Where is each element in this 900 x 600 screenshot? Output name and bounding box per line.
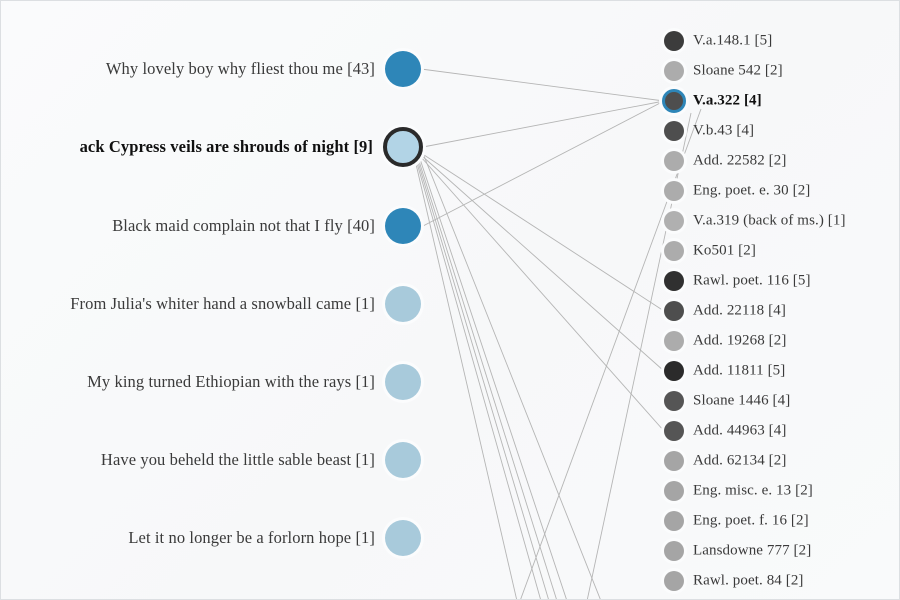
poem-node-label[interactable]: Why lovely boy why fliest thou me [43]	[105, 59, 375, 78]
graph-edge	[422, 100, 665, 148]
manuscript-node[interactable]	[664, 361, 684, 381]
manuscript-node[interactable]	[664, 181, 684, 201]
manuscript-node-label[interactable]: Add. 44963 [4]	[693, 422, 787, 439]
manuscript-node-label[interactable]: V.a.148.1 [5]	[693, 32, 773, 49]
graph-edge	[418, 160, 557, 599]
manuscript-node-label[interactable]: Ko501 [2]	[693, 242, 756, 259]
graph-edge	[419, 158, 567, 599]
manuscript-node[interactable]	[664, 151, 684, 171]
manuscript-node-label[interactable]: Add. 62134 [2]	[693, 452, 787, 469]
poem-node[interactable]	[385, 520, 421, 556]
manuscript-node-label[interactable]: Rawl. poet. 84 [2]	[693, 572, 804, 589]
manuscript-node[interactable]	[664, 331, 684, 351]
graph-edge	[416, 162, 541, 599]
manuscript-node[interactable]	[664, 511, 684, 531]
manuscript-node[interactable]	[664, 391, 684, 411]
manuscript-node[interactable]	[664, 451, 684, 471]
manuscript-node[interactable]	[664, 421, 684, 441]
manuscript-node-label[interactable]: Sloane 1446 [4]	[693, 392, 791, 409]
graph-edge	[417, 161, 549, 599]
poem-node-label[interactable]: Black maid complain not that I fly [40]	[112, 216, 375, 235]
manuscript-node-label[interactable]: Rawl. poet. 116 [5]	[693, 272, 811, 289]
manuscript-node-label[interactable]: Add. 19268 [2]	[693, 332, 787, 349]
manuscript-node-label[interactable]: V.b.43 [4]	[693, 122, 755, 139]
manuscript-node-label[interactable]: Eng. poet. e. 30 [2]	[693, 182, 811, 199]
manuscript-node-label[interactable]: Eng. misc. e. 13 [2]	[693, 482, 813, 499]
poem-node[interactable]	[385, 208, 421, 244]
poem-node-selected[interactable]	[383, 127, 423, 167]
poem-node[interactable]	[385, 364, 421, 400]
manuscript-node[interactable]	[664, 241, 684, 261]
manuscript-node-label[interactable]: Eng. poet. f. 16 [2]	[693, 512, 809, 529]
poem-node-label[interactable]: ack Cypress veils are shrouds of night […	[79, 137, 373, 156]
graph-edge	[420, 68, 665, 102]
graph-edge	[422, 100, 665, 227]
poem-node-label[interactable]: Let it no longer be a forlorn hope [1]	[128, 528, 375, 547]
manuscript-node-label[interactable]: Add. 22118 [4]	[693, 302, 786, 319]
graph-edge	[420, 154, 665, 372]
manuscript-node-label[interactable]: Add. 22582 [2]	[693, 152, 787, 169]
poem-node-label[interactable]: My king turned Ethiopian with the rays […	[87, 372, 375, 391]
manuscript-node-label[interactable]: V.a.319 (back of ms.) [1]	[693, 212, 846, 229]
graph-edge	[415, 163, 517, 599]
manuscript-node[interactable]	[664, 61, 684, 81]
manuscript-node[interactable]	[664, 541, 684, 561]
manuscript-node[interactable]	[664, 121, 684, 141]
poem-node[interactable]	[385, 51, 421, 87]
manuscript-node[interactable]	[664, 481, 684, 501]
poem-node[interactable]	[385, 442, 421, 478]
poem-node[interactable]	[385, 286, 421, 322]
manuscript-node[interactable]	[664, 31, 684, 51]
manuscript-node[interactable]	[664, 271, 684, 291]
manuscript-node[interactable]	[664, 211, 684, 231]
manuscript-node-label[interactable]: Lansdowne 777 [2]	[693, 542, 812, 559]
manuscript-node-label[interactable]: Sloane 542 [2]	[693, 62, 783, 79]
poem-node-label[interactable]: Have you beheld the little sable beast […	[100, 450, 375, 469]
manuscript-node-selected[interactable]	[662, 89, 686, 113]
manuscript-node-label[interactable]: Add. 11811 [5]	[693, 362, 786, 379]
poem-node-label[interactable]: From Julia's whiter hand a snowball came…	[70, 294, 375, 313]
graph-edge	[420, 152, 665, 312]
manuscript-node-label[interactable]: V.a.322 [4]	[693, 92, 762, 109]
graph-edge	[421, 150, 601, 599]
manuscript-node[interactable]	[664, 571, 684, 591]
graph-edge	[420, 156, 665, 432]
manuscript-node[interactable]	[664, 301, 684, 321]
